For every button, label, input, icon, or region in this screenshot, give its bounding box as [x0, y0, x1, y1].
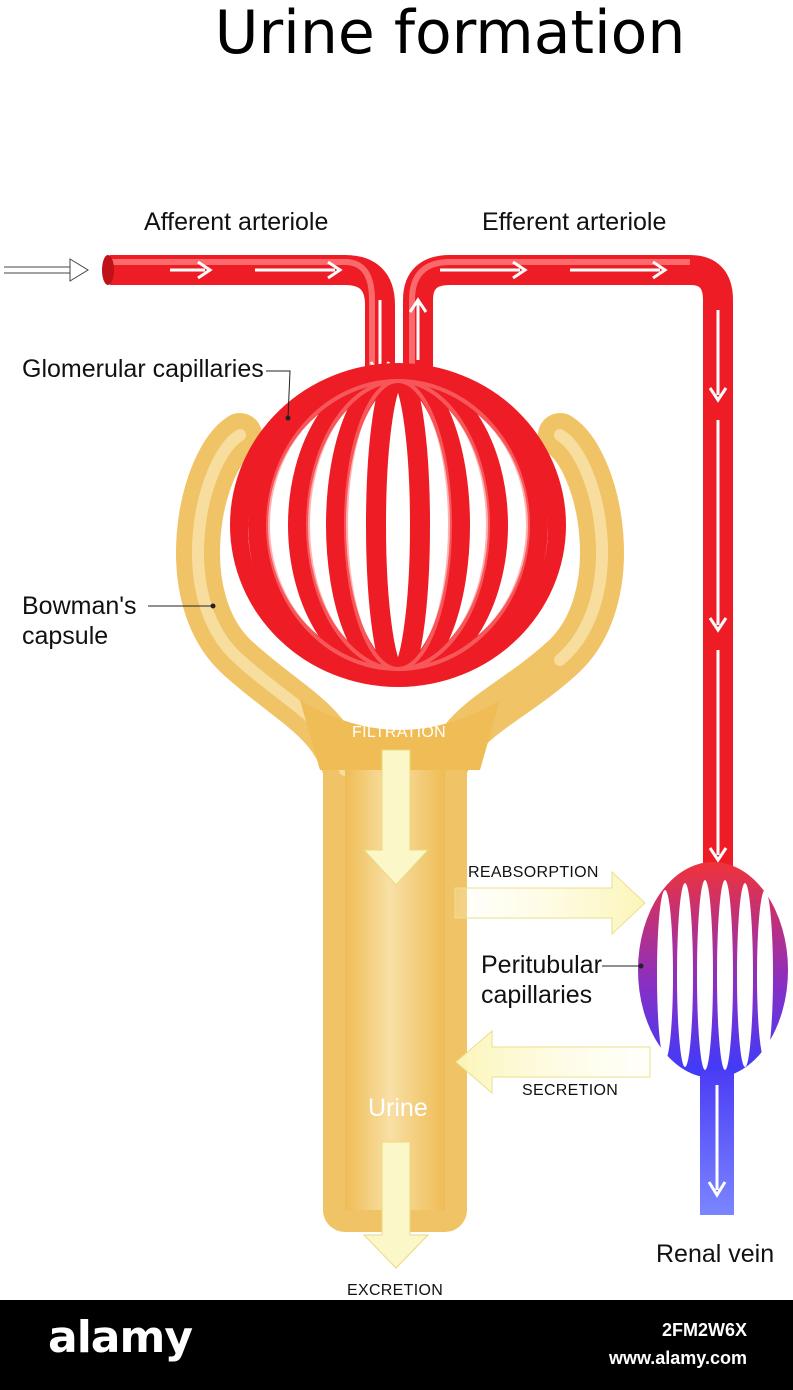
stock-footer: alamy 2FM2W6X www.alamy.com	[0, 1300, 793, 1390]
secretion-arrow	[455, 1029, 651, 1095]
peritubular-capillary-bed	[638, 862, 788, 1215]
bowmans-capsule-label-line2: capsule	[22, 622, 109, 650]
efferent-arteriole-label: Efferent arteriole	[482, 208, 667, 236]
peritubular-capillaries-label-line2: capillaries	[481, 981, 593, 1009]
excretion-arrow	[362, 1141, 430, 1269]
reabsorption-label: REABSORPTION	[468, 864, 599, 881]
bowmans-capsule-shape	[176, 413, 624, 1232]
diagram-graphic	[4, 255, 788, 1269]
site-url: www.alamy.com	[608, 1348, 747, 1368]
leader-lines	[148, 370, 644, 969]
renal-vein-label: Renal vein	[656, 1240, 775, 1268]
urine-formation-diagram: Urine formation Afferent arteriole Effer…	[4, 0, 788, 1299]
glomerular-capillaries-label: Glomerular capillaries	[22, 355, 264, 383]
efferent-arteriole	[403, 255, 733, 870]
filtration-arrow	[362, 749, 430, 886]
incoming-flow-arrow	[4, 258, 89, 282]
glomerulus	[230, 363, 566, 687]
afferent-arteriole-label: Afferent arteriole	[144, 208, 329, 236]
secretion-label: SECRETION	[522, 1082, 619, 1099]
excretion-label: EXCRETION	[347, 1282, 444, 1299]
afferent-arteriole	[102, 255, 395, 380]
bowmans-capsule-label-line1: Bowman's	[22, 592, 137, 620]
reabsorption-arrow	[454, 870, 646, 936]
filtration-label: FILTRATION	[352, 724, 446, 741]
peritubular-capillaries-label-line1: Peritubular	[481, 951, 602, 979]
image-id: 2FM2W6X	[661, 1320, 747, 1340]
urine-label: Urine	[368, 1094, 428, 1122]
brand-logo: alamy	[48, 1312, 193, 1363]
page-title: Urine formation	[214, 0, 686, 68]
